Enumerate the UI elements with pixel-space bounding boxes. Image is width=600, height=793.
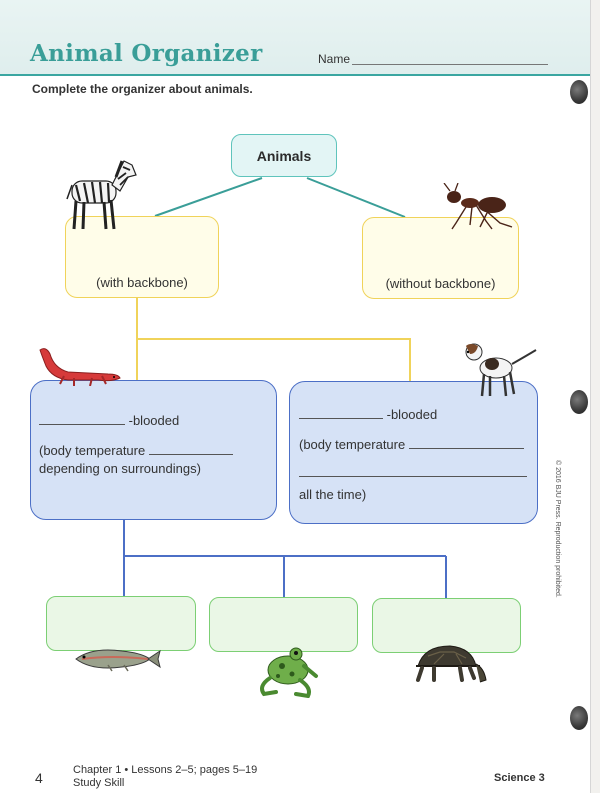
subject-label: Science 3 bbox=[494, 772, 545, 784]
connector-root-right bbox=[306, 177, 406, 218]
header-band bbox=[0, 0, 590, 76]
blank-warm-blooded[interactable] bbox=[299, 418, 383, 419]
zebra-icon bbox=[66, 160, 137, 230]
cold-blooded-box: -blooded (body temperature depending on … bbox=[30, 380, 277, 520]
frog-icon bbox=[260, 647, 318, 698]
binder-hole bbox=[570, 80, 588, 104]
study-skill-line: Study Skill bbox=[73, 777, 125, 789]
root-box-animals: Animals bbox=[231, 134, 337, 177]
blank-cold-temperature[interactable] bbox=[148, 454, 233, 455]
blooded-suffix: -blooded bbox=[128, 413, 180, 428]
name-label: Name bbox=[318, 52, 351, 66]
blank-cold-blooded[interactable] bbox=[39, 424, 125, 425]
chapter-line: Chapter 1 • Lessons 2–5; pages 5–19 bbox=[73, 764, 258, 776]
footer-chapter: Chapter 1 • Lessons 2–5; pages 5–19 Stud… bbox=[73, 764, 257, 790]
answer-box-fish[interactable] bbox=[46, 596, 196, 651]
page-title: Animal Organizer bbox=[30, 40, 263, 67]
warm-all-the-time-text: all the time) bbox=[299, 487, 367, 502]
answer-box-reptiles[interactable] bbox=[372, 598, 521, 653]
lizard-icon bbox=[39, 348, 121, 386]
answer-box-vertebrates[interactable]: (with backbone) bbox=[65, 216, 219, 298]
warm-body-temp-line: (body temperature bbox=[299, 437, 524, 452]
fish-icon bbox=[75, 649, 161, 672]
label-without-backbone: (without backbone) bbox=[385, 276, 496, 291]
copyright-text: © 2016 BJU Press. Reproduction prohibite… bbox=[554, 460, 561, 598]
dog-icon bbox=[465, 343, 537, 397]
warm-blooded-box: -blooded (body temperature all the time) bbox=[289, 381, 538, 524]
cold-depending-text: depending on surroundings) bbox=[39, 461, 201, 476]
warm-blooded-line: -blooded bbox=[299, 407, 437, 422]
blooded-suffix: -blooded bbox=[386, 407, 438, 422]
binder-hole bbox=[570, 390, 588, 414]
blank-warm-full-line[interactable] bbox=[299, 465, 527, 480]
connector-root-left bbox=[154, 177, 263, 217]
answer-box-invertebrates[interactable]: (without backbone) bbox=[362, 217, 519, 299]
ant-icon bbox=[443, 183, 513, 230]
instruction-text: Complete the organizer about animals. bbox=[32, 82, 253, 96]
name-field-line[interactable] bbox=[352, 64, 548, 65]
label-with-backbone: (with backbone) bbox=[96, 275, 188, 290]
cold-body-temp-line: (body temperature bbox=[39, 443, 233, 458]
page-number: 4 bbox=[35, 770, 43, 786]
binder-hole bbox=[570, 706, 588, 730]
turtle-icon bbox=[416, 645, 487, 683]
connector-backbone-split bbox=[136, 298, 411, 381]
blank-warm-temperature[interactable] bbox=[408, 448, 524, 449]
body-temperature-text: (body temperature bbox=[299, 437, 406, 452]
cold-blooded-line: -blooded bbox=[39, 413, 179, 428]
answer-box-amphibians[interactable] bbox=[209, 597, 358, 652]
body-temperature-text: (body temperature bbox=[39, 443, 146, 458]
